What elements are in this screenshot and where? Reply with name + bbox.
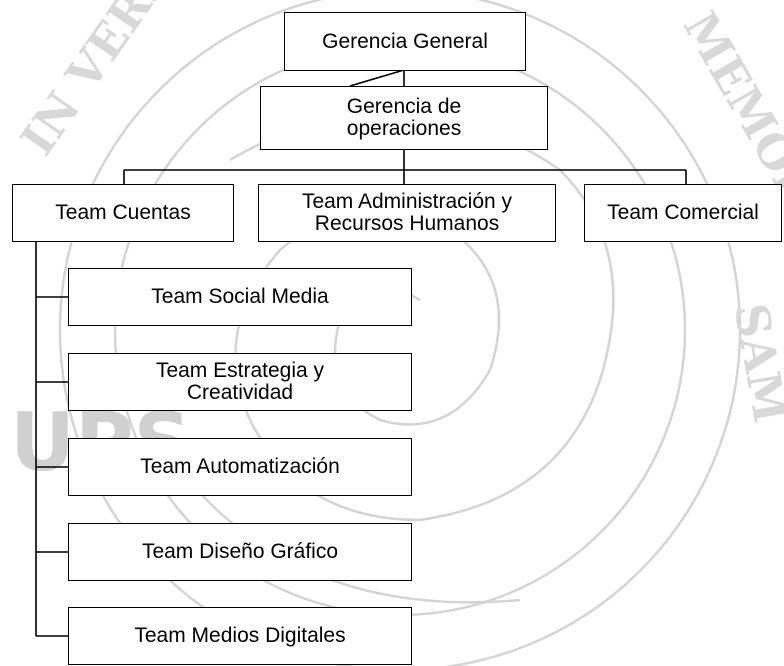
node-team-diseno-grafico: Team Diseño Gráfico [68, 523, 412, 581]
node-team-estrategia: Team Estrategia y Creatividad [68, 353, 412, 411]
node-team-comercial: Team Comercial [584, 184, 782, 242]
node-team-automatizacion: Team Automatización [68, 438, 412, 496]
node-team-social-media: Team Social Media [68, 268, 412, 326]
node-team-cuentas: Team Cuentas [12, 184, 234, 242]
connector-general-slant [349, 69, 405, 87]
node-gerencia-operaciones: Gerencia de operaciones [260, 86, 548, 150]
node-gerencia-general: Gerencia General [284, 12, 526, 71]
node-team-administracion-rrhh: Team Administración y Recursos Humanos [258, 184, 556, 242]
node-team-medios-digitales: Team Medios Digitales [68, 607, 412, 665]
